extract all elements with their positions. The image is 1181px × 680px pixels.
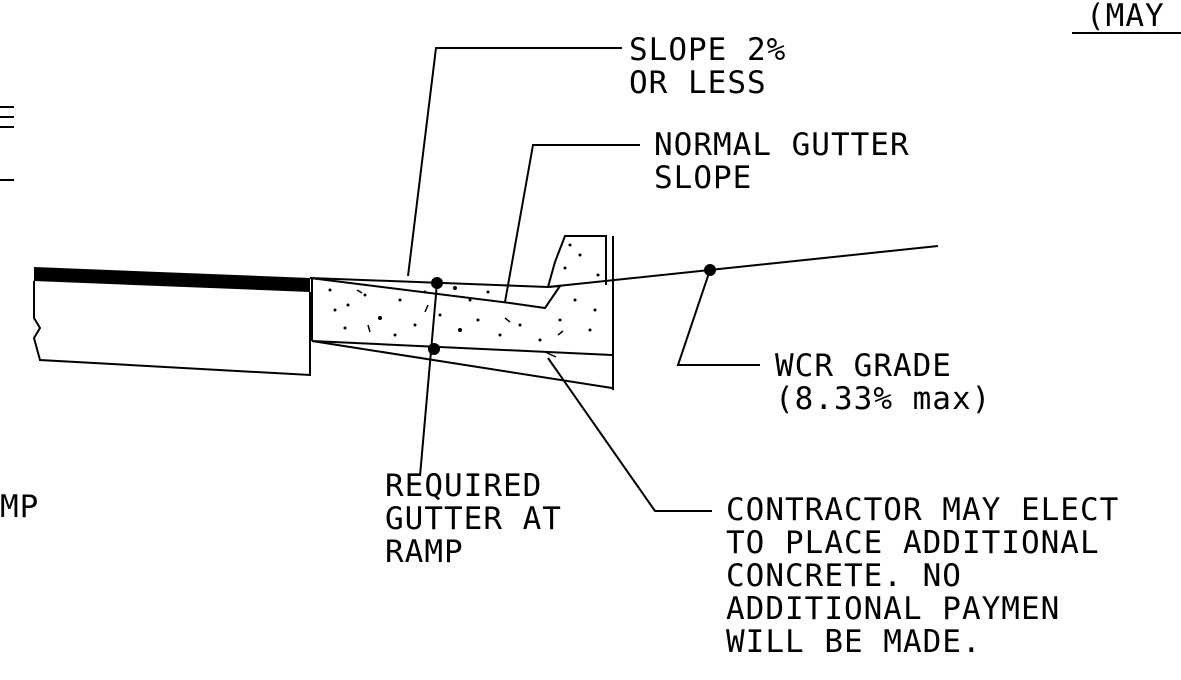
wcr-grade-label: WCR GRADE (8.33% max)	[775, 350, 991, 416]
required-gutter-label-line-3: RAMP	[385, 534, 464, 570]
curb-profile	[509, 235, 607, 310]
additional-concrete-line	[311, 340, 613, 389]
normal-gutter-label: NORMAL GUTTER SLOPE	[654, 129, 910, 195]
slope-label: SLOPE 2% OR LESS	[629, 34, 786, 100]
slope-point-dot	[431, 277, 443, 289]
gutter-flowline-left	[309, 277, 511, 304]
normal-gutter-leader	[504, 144, 640, 303]
required-gutter-label: REQUIRED GUTTER AT RAMP	[385, 470, 562, 569]
pavement-base-outline	[32, 281, 311, 377]
required-gutter-label-line-1: REQUIRED	[385, 468, 543, 504]
title-fragment: (MAY	[1086, 0, 1165, 34]
required-gutter-label-line-2: GUTTER AT	[385, 501, 562, 537]
contractor-note-line-3: CONCRETE. NO	[726, 558, 962, 594]
concrete-aggregate-texture	[328, 243, 600, 358]
gutter-bottom-dot	[428, 343, 440, 355]
slope-label-line-1: SLOPE 2%	[629, 32, 787, 68]
contractor-note-line-2: TO PLACE ADDITIONAL	[726, 525, 1100, 561]
slope-label-line-2: OR LESS	[629, 65, 767, 101]
normal-gutter-label-line-2: SLOPE	[654, 160, 753, 196]
wcr-grade-leader	[676, 269, 760, 366]
wcr-grade-label-line-2: (8.33% max)	[775, 381, 992, 417]
contractor-note-line-1: CONTRACTOR MAY ELECT	[726, 492, 1120, 528]
contractor-leader	[547, 357, 712, 512]
gutter-bottom-line	[311, 340, 613, 356]
asphalt-surface	[34, 267, 310, 292]
wcr-grade-line	[547, 245, 939, 288]
contractor-note-line-5: WILL BE MADE.	[726, 624, 982, 660]
contractor-note: CONTRACTOR MAY ELECT TO PLACE ADDITIONAL…	[726, 494, 1119, 659]
wcr-grade-dot	[704, 264, 716, 276]
slope-leader	[407, 47, 622, 277]
wcr-grade-label-line-1: WCR GRADE	[775, 348, 952, 384]
required-gutter-leader	[419, 282, 438, 477]
normal-gutter-label-line-1: NORMAL GUTTER	[654, 127, 910, 163]
left-label-fragment: MP	[0, 489, 40, 525]
contractor-note-line-4: ADDITIONAL PAYMEN	[726, 591, 1061, 627]
